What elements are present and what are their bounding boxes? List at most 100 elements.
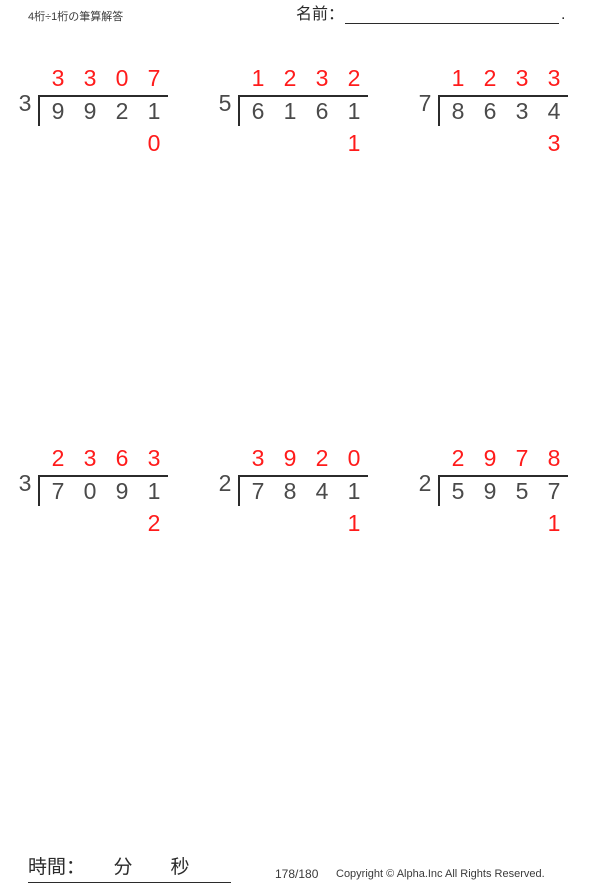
quotient-digit: 2 [51, 445, 65, 471]
divisor: 3 [18, 90, 32, 116]
quotient-digit: 2 [315, 445, 329, 471]
quotient-digit: 9 [283, 445, 297, 471]
dividend-digit: 0 [83, 478, 97, 504]
remainder-digit [306, 130, 338, 157]
long-division-figure: 3 2 3 6 3 7 0 9 1 [12, 440, 192, 550]
long-division-figure: 2 3 9 2 0 7 8 4 1 [212, 440, 392, 550]
division-bracket-horizontal [238, 95, 368, 97]
dividend-digit: 6 [251, 98, 265, 124]
quotient-digit: 1 [451, 65, 465, 91]
divisor: 5 [218, 90, 232, 116]
problem-4: 3 2 3 6 3 7 0 9 1 [0, 440, 200, 550]
name-label: 名前： [296, 6, 345, 23]
division-bracket-vertical [238, 95, 240, 126]
remainder-row: 1 [242, 130, 372, 157]
problem-row-2: 3 2 3 6 3 7 0 9 1 [0, 440, 600, 820]
worksheet-footer: 時間： 分 秒 178/180 Copyright © Alpha.Inc Al… [0, 856, 600, 891]
long-division-figure: 2 2 9 7 8 5 9 5 7 [412, 440, 592, 550]
dividend-digit: 1 [147, 478, 161, 504]
quotient-digit: 3 [547, 65, 561, 91]
dividend-row: 7 0 9 1 [42, 478, 172, 505]
dividend-digit: 5 [451, 478, 465, 504]
division-bracket-horizontal [38, 475, 168, 477]
quotient-digit: 2 [451, 445, 465, 471]
division-bracket-vertical [38, 95, 40, 126]
quotient-row: 2 9 7 8 [442, 445, 572, 472]
remainder-digit [274, 130, 306, 157]
problems-grid: 3 3 3 0 7 9 9 2 1 [0, 60, 600, 820]
quotient-row: 2 3 6 3 [42, 445, 172, 472]
remainder-row: 1 [442, 510, 572, 537]
dividend-digit: 7 [51, 478, 65, 504]
quotient-digit: 3 [51, 65, 65, 91]
long-division-figure: 3 3 3 0 7 9 9 2 1 [12, 60, 192, 170]
remainder-digit: 2 [147, 510, 161, 536]
quotient-digit: 0 [347, 445, 361, 471]
name-period: . [561, 6, 566, 23]
dividend-digit: 9 [483, 478, 497, 504]
quotient-digit: 8 [547, 445, 561, 471]
quotient-digit: 6 [115, 445, 129, 471]
problem-3: 7 1 2 3 3 8 6 3 4 [400, 60, 600, 170]
long-division-figure: 7 1 2 3 3 8 6 3 4 [412, 60, 592, 170]
remainder-digit [474, 130, 506, 157]
remainder-row: 1 [242, 510, 372, 537]
divisor: 3 [18, 470, 32, 496]
name-input-line[interactable] [345, 6, 560, 24]
worksheet-header: 4桁÷1桁の筆算解答 名前： . [0, 0, 600, 46]
dividend-digit: 7 [251, 478, 265, 504]
quotient-digit: 1 [251, 65, 265, 91]
quotient-digit: 7 [147, 65, 161, 91]
dividend-row: 7 8 4 1 [242, 478, 372, 505]
remainder-digit: 1 [347, 510, 361, 536]
quotient-digit: 3 [251, 445, 265, 471]
dividend-digit: 6 [483, 98, 497, 124]
quotient-digit: 7 [515, 445, 529, 471]
long-division-figure: 5 1 2 3 2 6 1 6 1 [212, 60, 392, 170]
quotient-digit: 2 [283, 65, 297, 91]
quotient-digit: 9 [483, 445, 497, 471]
dividend-digit: 8 [283, 478, 297, 504]
remainder-digit [74, 510, 106, 537]
quotient-digit: 3 [83, 445, 97, 471]
remainder-digit [42, 130, 74, 157]
remainder-digit [74, 130, 106, 157]
dividend-digit: 1 [347, 478, 361, 504]
dividend-digit: 1 [283, 98, 297, 124]
problem-1: 3 3 3 0 7 9 9 2 1 [0, 60, 200, 170]
dividend-digit: 9 [115, 478, 129, 504]
time-field[interactable]: 時間： 分 秒 [28, 856, 231, 883]
division-bracket-horizontal [438, 475, 568, 477]
dividend-digit: 1 [347, 98, 361, 124]
remainder-digit: 1 [547, 510, 561, 536]
remainder-digit: 1 [347, 130, 361, 156]
dividend-digit: 1 [147, 98, 161, 124]
remainder-row: 3 [442, 130, 572, 157]
remainder-row: 0 [42, 130, 172, 157]
dividend-digit: 4 [315, 478, 329, 504]
dividend-row: 6 1 6 1 [242, 98, 372, 125]
remainder-digit [474, 510, 506, 537]
divisor: 2 [218, 470, 232, 496]
remainder-digit [442, 510, 474, 537]
name-field-group: 名前： . [296, 6, 565, 24]
page-number: 178/180 [275, 867, 319, 881]
division-bracket-vertical [438, 95, 440, 126]
dividend-digit: 6 [315, 98, 329, 124]
remainder-digit: 0 [147, 130, 161, 156]
dividend-row: 8 6 3 4 [442, 98, 572, 125]
remainder-row: 2 [42, 510, 172, 537]
quotient-row: 3 9 2 0 [242, 445, 372, 472]
remainder-digit [274, 510, 306, 537]
dividend-digit: 9 [51, 98, 65, 124]
divisor: 7 [418, 90, 432, 116]
quotient-row: 1 2 3 3 [442, 65, 572, 92]
division-bracket-vertical [438, 475, 440, 506]
remainder-digit [42, 510, 74, 537]
quotient-digit: 0 [115, 65, 129, 91]
dividend-digit: 2 [115, 98, 129, 124]
quotient-digit: 3 [515, 65, 529, 91]
dividend-digit: 7 [547, 478, 561, 504]
problem-5: 2 3 9 2 0 7 8 4 1 [200, 440, 400, 550]
problem-6: 2 2 9 7 8 5 9 5 7 [400, 440, 600, 550]
